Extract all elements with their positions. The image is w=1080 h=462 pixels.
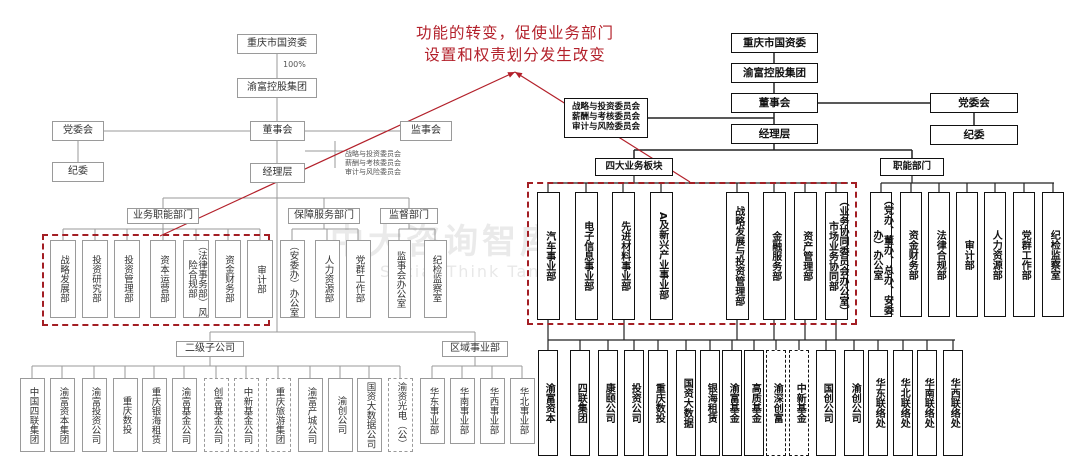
- left-subsidiary: 重庆银海租赁: [142, 378, 167, 452]
- left-committee-item: 薪酬与考核委员会: [345, 158, 401, 167]
- connector-line: [159, 71, 516, 237]
- left-subsidiary: 重庆旅游集团: [266, 378, 291, 452]
- right-biz-unit: 汽车事业部: [537, 192, 560, 320]
- right-func-dept: 人力资源部: [984, 192, 1006, 317]
- right-company: 华西联络处: [943, 350, 963, 456]
- right-board-box: 董事会: [731, 93, 818, 113]
- right-func-dept: 纪检监察室: [1042, 192, 1064, 317]
- right-func-dept: 党群工作部: [1013, 192, 1035, 317]
- left-sub-header: 二级子公司: [176, 341, 244, 357]
- right-company: 渝富资本: [538, 350, 558, 456]
- left-region: 华南事业部: [450, 378, 475, 444]
- right-committee-item: 战略与投资委员会: [571, 102, 640, 113]
- left-biz-dept: 资本运营部: [150, 240, 176, 318]
- right-company: 投资公司: [624, 350, 644, 456]
- left-region: 华西事业部: [480, 378, 505, 444]
- right-discipline-box: 纪委: [930, 125, 1018, 145]
- right-committee-item: 审计与风险委员会: [571, 121, 640, 132]
- right-biz-unit: 金融服务部: [763, 192, 786, 320]
- left-biz-dept-header: 业务职能部门: [127, 208, 199, 224]
- right-company: 高质基金: [744, 350, 764, 456]
- right-func-header: 职能部门: [880, 158, 944, 176]
- watermark-en: Social Think Tank: [380, 262, 552, 281]
- left-subsidiary: 渝创公司: [328, 378, 353, 452]
- right-company: 华东联络处: [868, 350, 888, 456]
- left-subsidiary: 中国四联集团: [20, 378, 45, 452]
- right-company: 四联集团: [570, 350, 590, 456]
- left-management-box: 经理层: [250, 163, 305, 183]
- right-func-dept: 资金财务部: [900, 192, 922, 317]
- left-subsidiary: 重庆数投: [113, 378, 138, 452]
- left-subsidiary: 中新基金公司: [234, 378, 259, 452]
- left-subsidiary: 渝富资本集团: [50, 378, 75, 452]
- left-biz-dept: 投资管理部: [114, 240, 140, 318]
- left-party-box: 党委会: [52, 121, 104, 141]
- left-region: 华北事业部: [510, 378, 535, 444]
- left-subsidiary: 渝富基金公司: [172, 378, 197, 452]
- left-board-box: 董事会: [250, 121, 305, 141]
- right-company: 银海租赁: [700, 350, 720, 456]
- left-support-header: 保障服务部门: [288, 208, 360, 224]
- headline: 功能的转变，促使业务部门 设置和权责划分发生改变: [380, 22, 650, 67]
- right-biz-header: 四大业务板块: [595, 158, 673, 176]
- right-company: 国资大数据: [676, 350, 696, 456]
- right-company: 华南联络处: [917, 350, 937, 456]
- right-biz-unit: 战略发展与投资管理部: [726, 192, 749, 320]
- left-subsidiary: 创富基金公司: [204, 378, 229, 452]
- arrow-head: [515, 72, 523, 79]
- left-committee-item: 战略与投资委员会: [345, 150, 401, 158]
- left-support-dept: （安委办）办公室: [280, 240, 305, 318]
- left-ownership-percent: 100%: [283, 60, 306, 69]
- right-company: 重庆数投: [648, 350, 668, 456]
- right-company: 中新基金: [789, 350, 809, 456]
- right-func-dept: （党办、董办、总办、安委办）办公室: [870, 192, 893, 317]
- left-oversight-dept: 纪检监察室: [424, 240, 447, 318]
- arrow-head: [507, 72, 515, 78]
- right-company: 渝创公司: [844, 350, 864, 456]
- right-company: 国创公司: [816, 350, 836, 456]
- left-group-box: 渝富控股集团: [237, 78, 317, 98]
- right-biz-unit: A及新兴产业事业部: [650, 192, 673, 320]
- right-func-dept: 法律合规部: [928, 192, 950, 317]
- left-biz-dept: 审计部: [247, 240, 273, 318]
- right-biz-unit: 电子信息事业部: [575, 192, 598, 320]
- left-region: 华东事业部: [420, 378, 445, 444]
- right-committee-item: 薪酬与考核委员会: [571, 112, 640, 123]
- right-biz-unit: 先进材料事业部: [612, 192, 635, 320]
- left-committee-item: 审计与风险委员会: [345, 167, 401, 176]
- left-oversight-header: 监督部门: [380, 208, 438, 224]
- left-biz-dept: 资金财务部: [215, 240, 241, 318]
- right-owner-box: 重庆市国资委: [731, 33, 818, 53]
- left-supervisor-box: 监事会: [400, 121, 452, 141]
- left-oversight-dept: 监事会办公室: [388, 240, 411, 318]
- right-committees-box: 战略与投资委员会 薪酬与考核委员会 审计与风险委员会: [564, 98, 648, 138]
- right-management-box: 经理层: [731, 124, 818, 144]
- left-subsidiary: 渝富投资公司: [82, 378, 107, 452]
- left-biz-dept: 投资研究部: [82, 240, 108, 318]
- right-party-box: 党委会: [930, 93, 1018, 113]
- right-group-box: 渝富控股集团: [731, 63, 818, 83]
- right-company: 渝富基金: [722, 350, 742, 456]
- left-subsidiary: 国资大数据公司: [357, 378, 382, 452]
- right-func-dept: 审计部: [956, 192, 978, 317]
- headline-line-1: 功能的转变，促使业务部门: [415, 24, 614, 42]
- left-biz-dept: （法律事务部）风险合规部: [183, 240, 209, 318]
- left-owner-box: 重庆市国资委: [237, 34, 317, 54]
- left-support-dept: 人力资源部: [315, 240, 340, 318]
- right-biz-highlight: [527, 182, 857, 325]
- right-company: 康颐公司: [598, 350, 618, 456]
- right-biz-unit: 资产管理部: [794, 192, 817, 320]
- left-biz-dept: 战略发展部: [50, 240, 76, 318]
- left-discipline-box: 纪委: [52, 162, 104, 182]
- headline-line-2: 设置和权责划分发生改变: [424, 46, 606, 65]
- left-subsidiary: 渝富产城公司: [298, 378, 323, 452]
- left-subsidiary: 渝资光电（公）: [388, 378, 413, 452]
- right-company: 华北联络处: [893, 350, 913, 456]
- right-company: 渝深创富: [766, 350, 786, 456]
- right-biz-unit: （业务协同委员会办公室）市场业务协同部: [825, 192, 848, 320]
- left-region-header: 区域事业部: [442, 341, 508, 357]
- left-committees-note: 战略与投资委员会 薪酬与考核委员会 审计与风险委员会: [345, 150, 401, 176]
- left-support-dept: 党群工作部: [346, 240, 371, 318]
